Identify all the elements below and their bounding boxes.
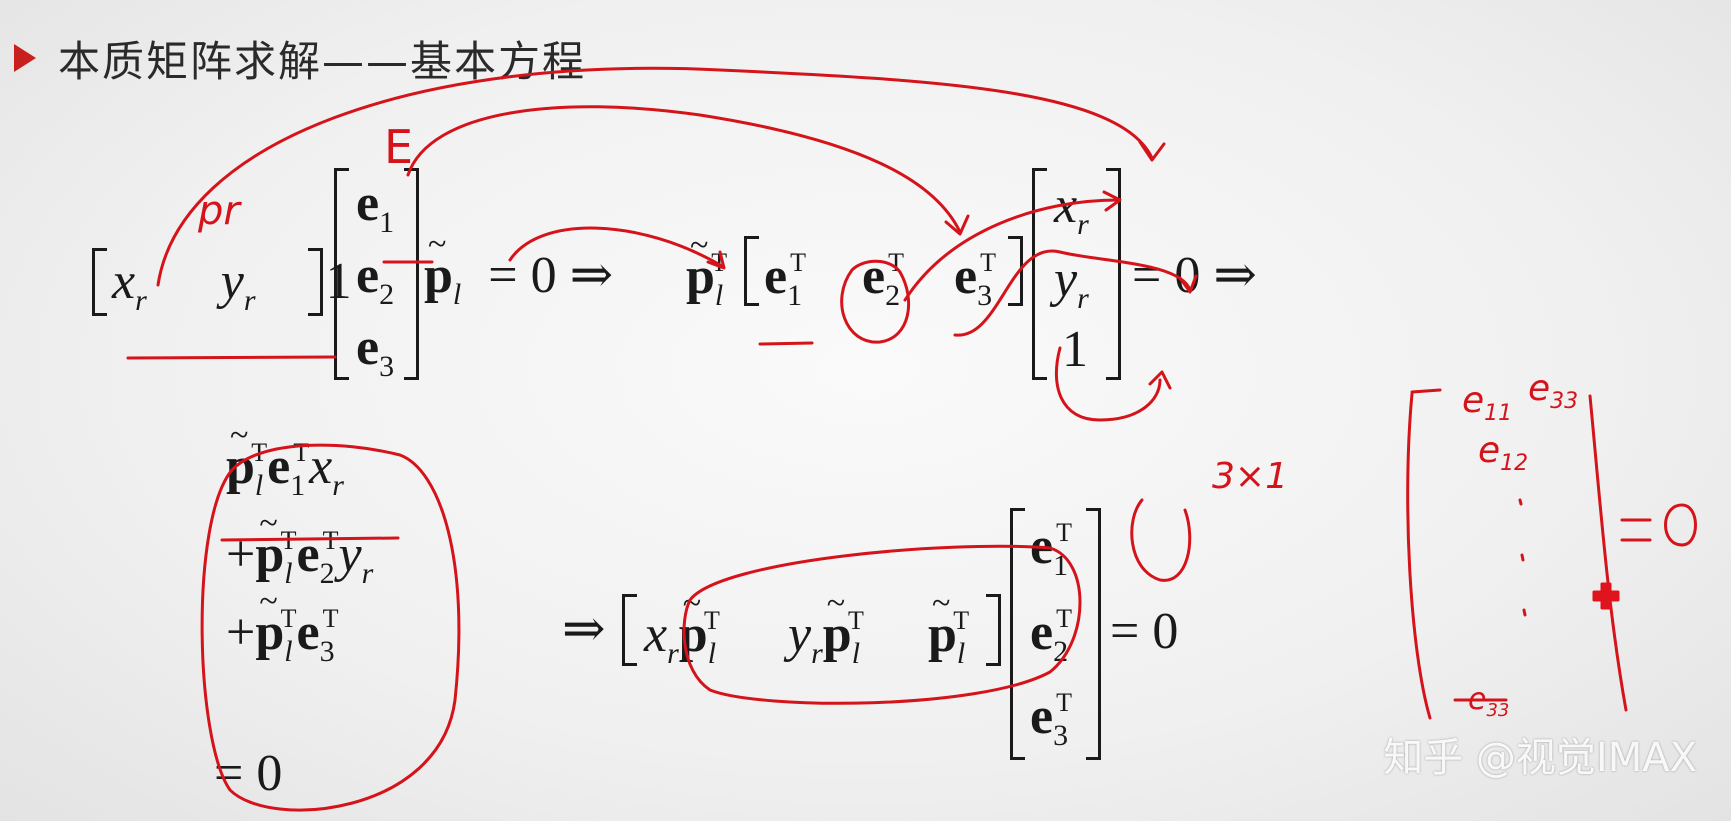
- annotation-e33-bottom: e33: [1468, 682, 1510, 721]
- eq4-xr-pt: xrplT: [644, 587, 720, 669]
- underline-pt: [758, 341, 814, 346]
- bullet-arrow-icon: [14, 44, 36, 72]
- vertical-dots: [1518, 498, 1527, 617]
- loop-e3-to-one: [1054, 346, 1162, 422]
- eq2-e2t: e2T: [862, 248, 904, 312]
- eq1-row-vector: xr yr 1: [112, 253, 352, 317]
- eq2-rhs: = 0 ⇒: [1132, 247, 1257, 304]
- eq4-yr-pt: yrplT: [788, 587, 864, 669]
- arc-e-to-e2: [406, 105, 962, 234]
- eq4-row-bracket-right: [986, 594, 1001, 666]
- eq2-one: 1: [1062, 321, 1088, 378]
- oval-eq3: [200, 443, 461, 812]
- eq2-col-bracket-right: [1106, 168, 1121, 380]
- eq4-arrow: ⇒: [562, 601, 606, 658]
- annotation-e11: e11: [1462, 380, 1513, 427]
- wave-e1-to-xr: [903, 198, 1120, 302]
- eq2-e1t: e1T: [764, 248, 806, 312]
- eq1-col-bracket-left: [334, 168, 349, 380]
- arc-arrowhead-2: [944, 214, 970, 236]
- annotation-E: E: [384, 120, 414, 174]
- oval-eq4-row: [682, 544, 1082, 705]
- eq4-e3t: e3T: [1030, 688, 1072, 752]
- eq4-col-bracket-left: [1010, 508, 1025, 760]
- eq1-rhs: pl = 0 ⇒: [424, 228, 613, 310]
- equals-sign: [1620, 518, 1652, 542]
- eq3-line2: +plTe2Tyr: [226, 507, 373, 589]
- eq1-e2: e2: [356, 247, 395, 311]
- eq1-row-bracket-right: [308, 248, 323, 316]
- arc-arrowhead-3: [706, 250, 726, 270]
- eq4-col-bracket-right: [1086, 508, 1101, 760]
- eq2-e3t: e3T: [954, 248, 996, 312]
- eq1-e1: e1: [356, 175, 395, 239]
- arc-row-to-column: [156, 66, 1154, 287]
- box-left-line: [1406, 392, 1432, 720]
- circle-e1t: [840, 259, 911, 344]
- eq4-rhs: = 0: [1110, 603, 1179, 660]
- eq2-row-bracket-right: [1008, 236, 1023, 306]
- watermark: 知乎 @视觉IMAX: [1383, 735, 1697, 781]
- wave-e2-to-yr: [953, 249, 1192, 337]
- eq4-e2t: e2T: [1030, 604, 1072, 668]
- annotation-pr: pr: [198, 188, 240, 234]
- underline-eq3-line1: [220, 536, 400, 542]
- eq4-e1t: e1T: [1030, 518, 1072, 582]
- box-right-line: [1588, 394, 1628, 712]
- arc-arrowhead-1: [1138, 140, 1166, 162]
- eq2-yr: yr: [1054, 251, 1089, 315]
- zero-glyph: [1664, 503, 1697, 547]
- annotation-eq0: =0: [1616, 496, 1693, 556]
- arc-arrowhead-6: [1148, 370, 1172, 390]
- annotation-e12: e12: [1478, 430, 1529, 477]
- circle-e1t-col: [1130, 498, 1192, 582]
- eq1-e3: e3: [356, 319, 395, 383]
- underline-row-vector: [126, 355, 337, 360]
- annotation-e33: e33: [1528, 368, 1579, 415]
- eq3-line3: +plTe3T: [226, 585, 338, 667]
- arc-arrowhead-5: [1178, 274, 1198, 294]
- eq2-row-bracket-left: [744, 236, 759, 306]
- box-top-tick: [1410, 388, 1442, 394]
- arc-p-to-pt: [508, 226, 724, 268]
- cursor-cross-icon: [1592, 582, 1620, 610]
- eq1-row-bracket-left: [92, 248, 107, 316]
- eq3-line4: = 0: [214, 745, 283, 802]
- eq4-row-bracket-left: [622, 594, 637, 666]
- annotation-size: 3×1: [1212, 456, 1288, 497]
- eq4-pt: plT: [928, 587, 969, 669]
- eq2-col-bracket-left: [1032, 168, 1047, 380]
- arc-arrowhead-4: [1102, 190, 1122, 212]
